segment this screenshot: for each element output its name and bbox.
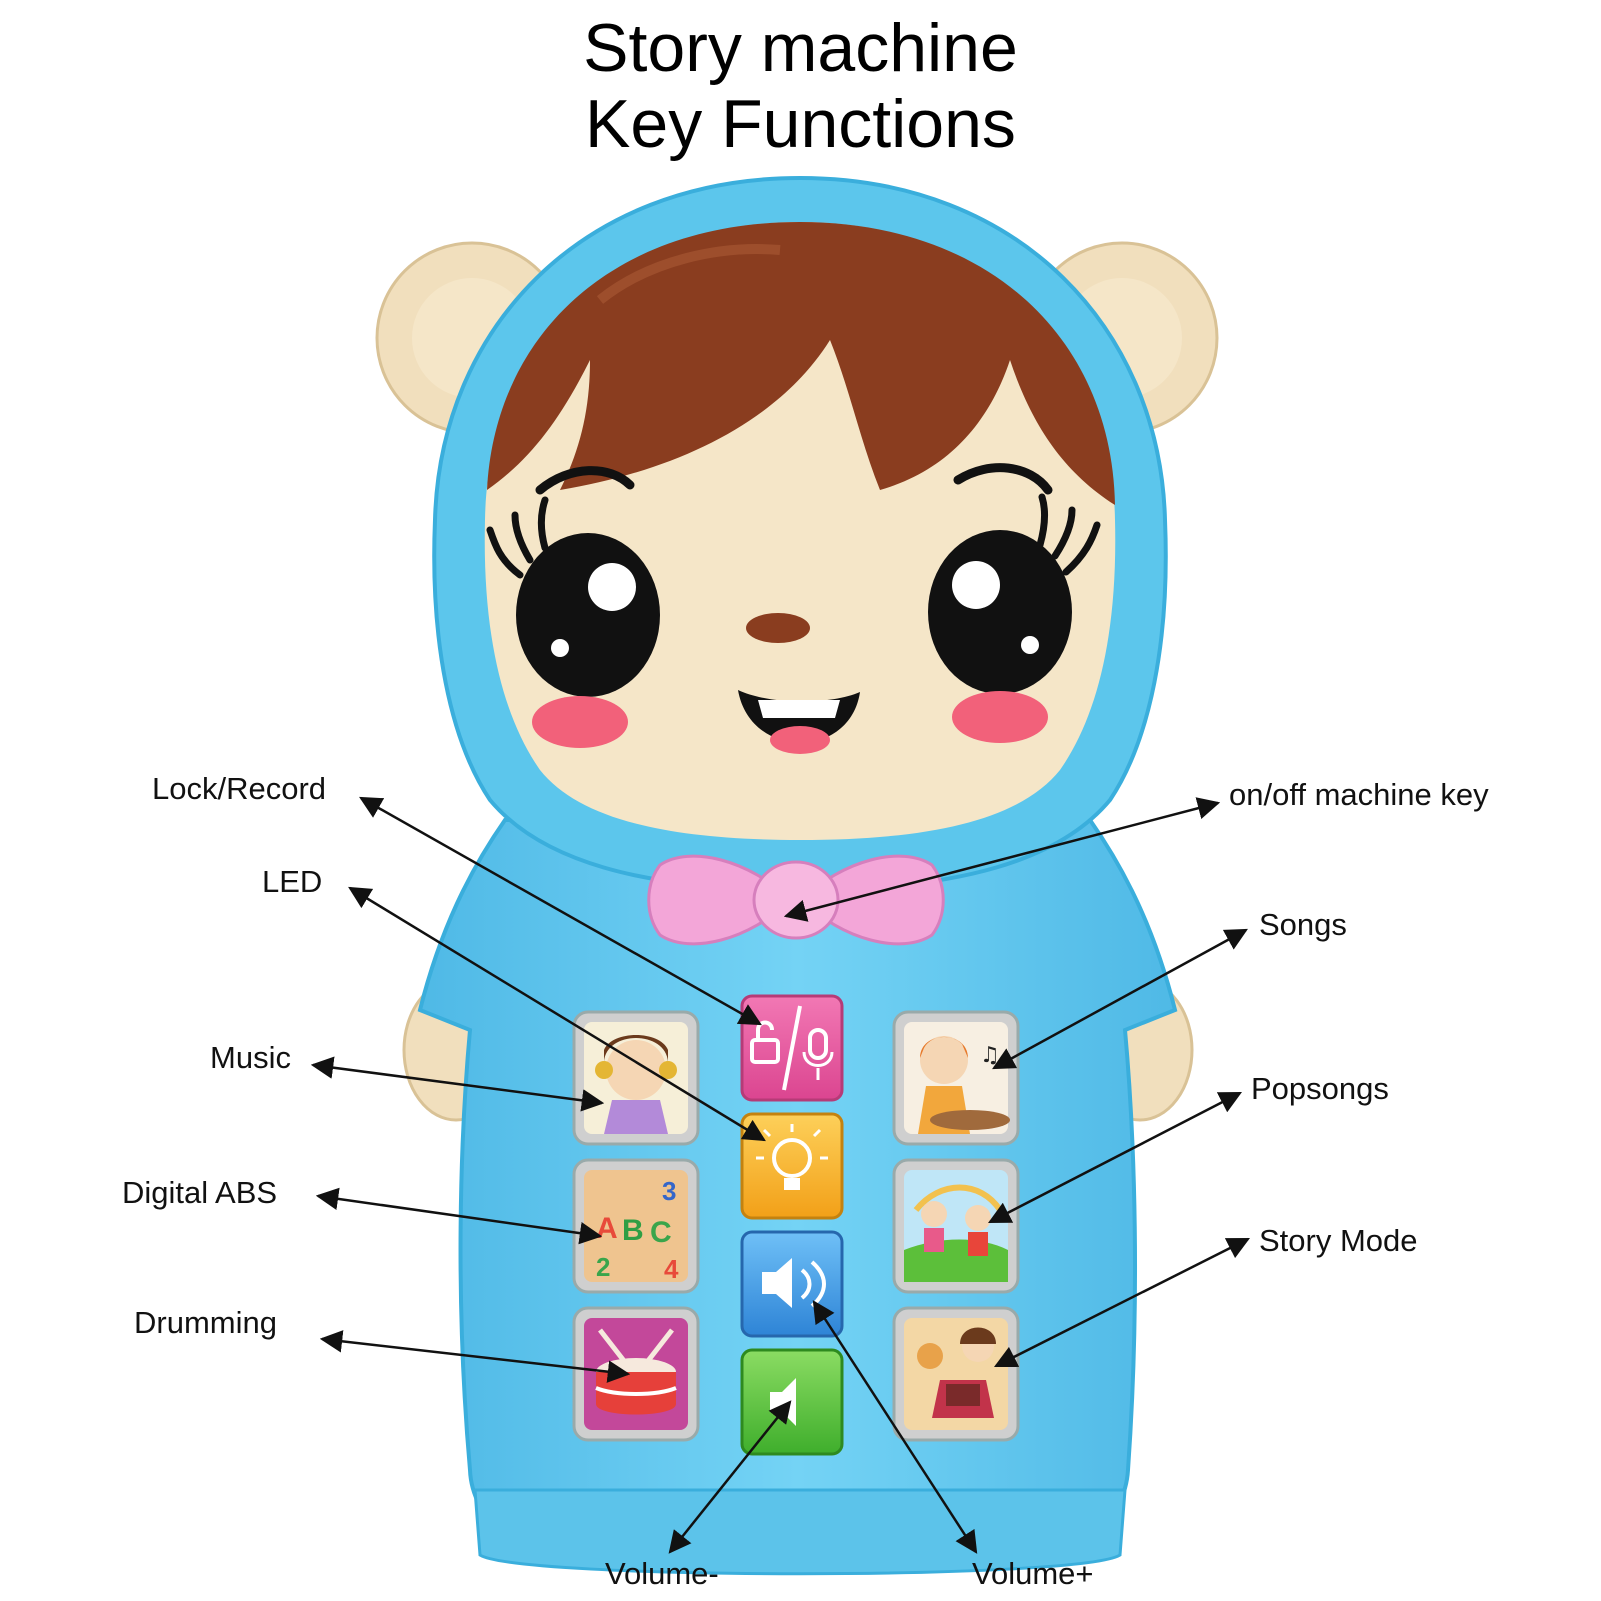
label-songs: Songs	[1259, 907, 1347, 942]
tile-letter-b: B	[622, 1214, 644, 1247]
label-music: Music	[210, 1040, 291, 1075]
tile-letter-a: A	[596, 1212, 618, 1245]
story-mode-tile	[892, 1306, 1020, 1442]
songs-tile: ♫	[892, 1010, 1020, 1146]
lock-record-key	[740, 994, 844, 1102]
tile-letter-c: C	[650, 1216, 672, 1249]
label-on-off: on/off machine key	[1229, 777, 1489, 812]
label-volume-plus: Volume+	[972, 1556, 1094, 1591]
line-music	[310, 1056, 605, 1112]
svg-text:♫: ♫	[980, 1043, 1000, 1068]
bow-power-key	[647, 854, 945, 946]
lightbulb-icon	[756, 1124, 828, 1190]
line-popsongs	[988, 1091, 1242, 1224]
nose	[746, 613, 810, 643]
label-volume-minus: Volume-	[605, 1556, 719, 1591]
line-songs	[992, 928, 1248, 1070]
label-story-mode: Story Mode	[1259, 1223, 1418, 1258]
line-volume-minus	[668, 1400, 792, 1554]
microphone-icon	[802, 1028, 834, 1080]
left-cheek	[532, 696, 628, 748]
label-drumming: Drumming	[134, 1305, 277, 1340]
hair	[487, 222, 1115, 505]
line-led	[348, 886, 766, 1142]
title-line-2: Key Functions	[585, 86, 1016, 162]
callout-lines	[310, 796, 1251, 1554]
drumming-tile	[572, 1306, 700, 1442]
line-drumming	[319, 1330, 631, 1383]
right-cheek	[952, 691, 1048, 743]
line-digital-abs	[315, 1187, 603, 1245]
line-story-mode	[993, 1237, 1251, 1368]
title-line-1: Story machine	[583, 10, 1018, 86]
line-volume-plus	[812, 1300, 978, 1554]
tile-digit-4: 4	[664, 1254, 679, 1284]
label-popsongs: Popsongs	[1251, 1071, 1389, 1106]
digital-abs-tile: 3 A B C 2 4	[572, 1158, 700, 1294]
tile-digit-2: 2	[596, 1252, 610, 1282]
label-led: LED	[262, 864, 323, 899]
popsongs-tile	[892, 1158, 1020, 1294]
left-eye	[486, 496, 660, 697]
right-eye	[928, 463, 1101, 694]
led-key	[740, 1112, 844, 1220]
mouth	[738, 690, 860, 754]
volume-minus-key	[740, 1348, 844, 1456]
label-lock-record: Lock/Record	[152, 771, 327, 806]
line-on-off	[783, 797, 1221, 922]
label-digital-abs: Digital ABS	[122, 1175, 278, 1210]
tile-digit-3: 3	[662, 1176, 676, 1206]
music-tile	[572, 1010, 700, 1146]
